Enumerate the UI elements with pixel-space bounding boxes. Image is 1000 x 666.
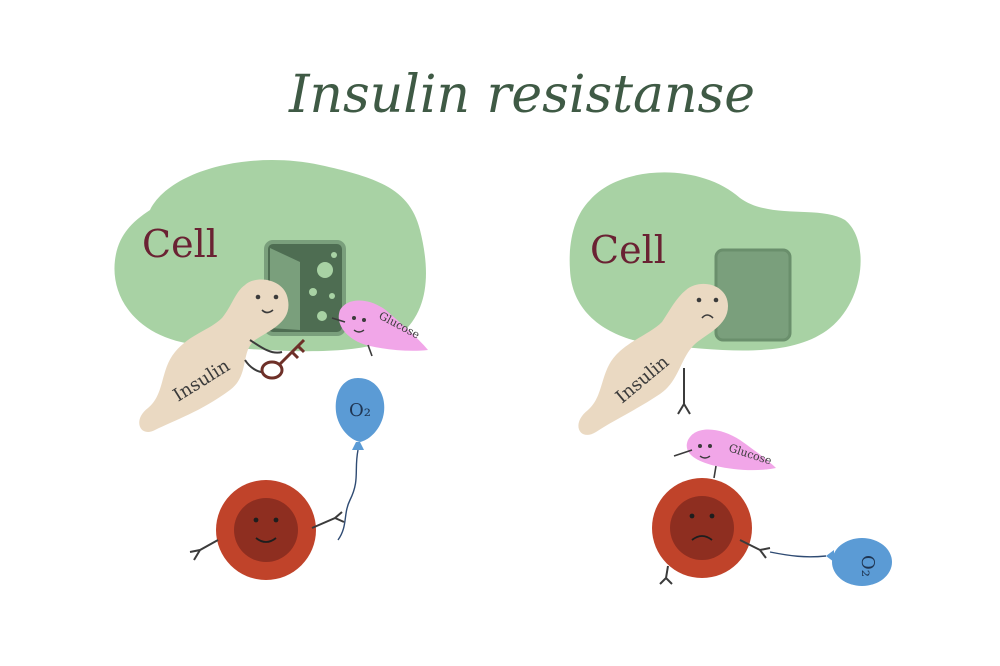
red-blood-cell-icon bbox=[652, 478, 771, 585]
glucose-icon bbox=[331, 300, 428, 357]
insulin-worm bbox=[139, 279, 289, 432]
door-icon bbox=[264, 240, 346, 336]
oxygen-label: O₂ bbox=[349, 400, 371, 421]
oxygen-balloon-icon bbox=[335, 378, 385, 541]
key-icon bbox=[260, 338, 306, 380]
door-icon bbox=[714, 248, 792, 342]
cell-label: Cell bbox=[142, 222, 218, 266]
panel-right: Cell Insulin Glucose bbox=[569, 172, 892, 586]
glucose-icon bbox=[673, 429, 776, 479]
cell-label: Cell bbox=[590, 228, 666, 272]
insulin-worm bbox=[578, 283, 728, 435]
oxygen-label: O₂ bbox=[857, 555, 878, 577]
title: Insulin resistanse bbox=[288, 65, 755, 125]
panel-left: Cell Insulin bbox=[114, 160, 428, 580]
red-blood-cell-icon bbox=[189, 480, 345, 580]
oxygen-balloon-icon bbox=[769, 538, 892, 586]
